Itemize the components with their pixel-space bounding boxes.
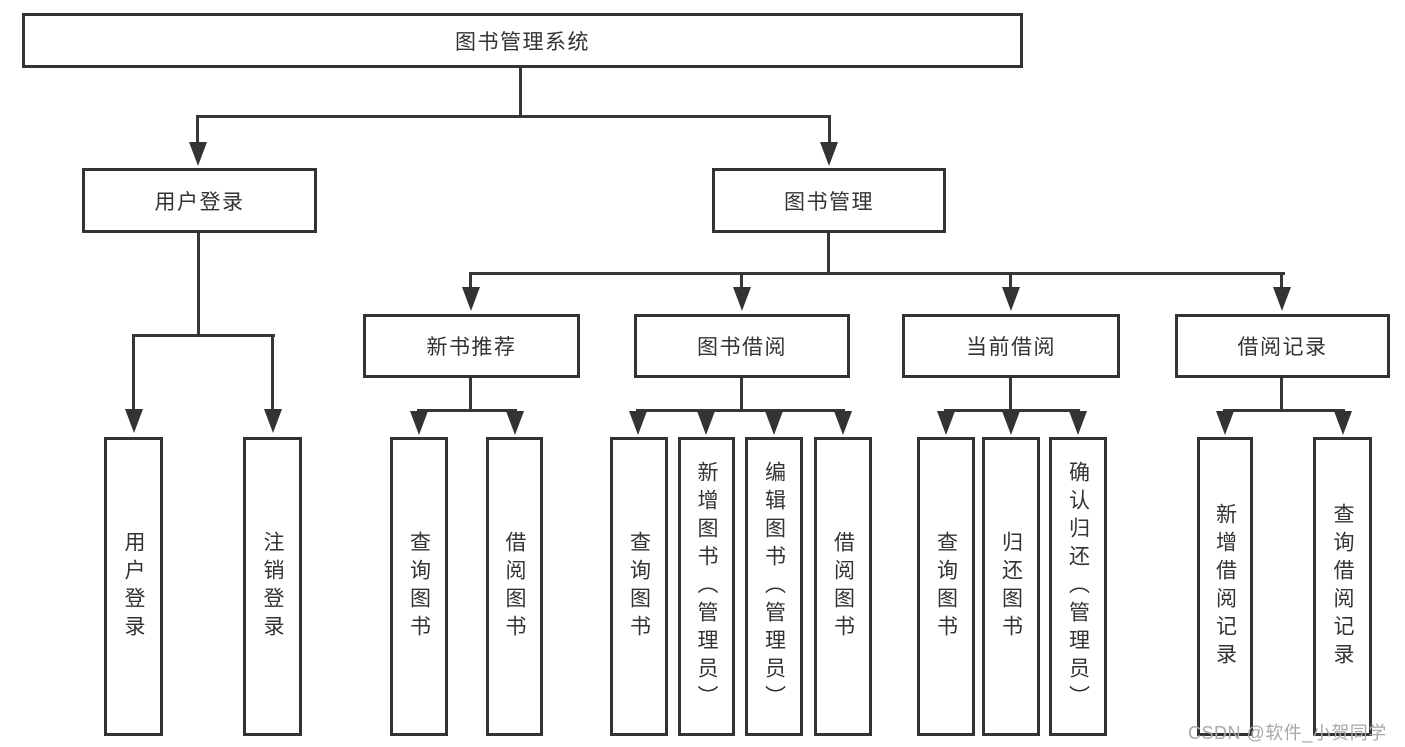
- arrow-down-icon: [125, 409, 143, 433]
- connector-line: [271, 334, 274, 410]
- connector-line: [197, 233, 200, 337]
- node-borrow-records: 借阅记录: [1175, 314, 1390, 378]
- arrow-down-icon: [937, 411, 955, 435]
- node-current-borrow-label: 当前借阅: [966, 336, 1056, 359]
- node-borrow-records-label: 借阅记录: [1237, 336, 1328, 359]
- connector-line: [1280, 272, 1283, 288]
- arrow-down-icon: [1002, 411, 1020, 435]
- leaf-query-books-borrow-label: 查询图书: [627, 530, 651, 643]
- arrow-down-icon: [629, 411, 647, 435]
- connector-line: [827, 233, 830, 274]
- leaf-query-books-recommend: 查询图书: [390, 437, 448, 736]
- leaf-return-books: 归还图书: [982, 437, 1040, 736]
- node-root-library-system: 图书管理系统: [22, 13, 1023, 68]
- connector-line: [132, 334, 135, 410]
- connector-line: [196, 115, 199, 145]
- connector-line: [1009, 272, 1012, 288]
- connector-line: [1280, 378, 1283, 411]
- node-book-management: 图书管理: [712, 168, 946, 233]
- connector-line: [132, 334, 275, 337]
- leaf-query-books-borrow: 查询图书: [610, 437, 668, 736]
- leaf-borrow-books-label: 借阅图书: [831, 530, 855, 643]
- leaf-logout: 注销登录: [243, 437, 302, 736]
- leaf-user-login: 用户登录: [104, 437, 163, 736]
- node-user-login-label: 用户登录: [154, 190, 245, 214]
- leaf-query-borrow-record-label: 查询借阅记录: [1331, 502, 1354, 671]
- connector-line: [469, 378, 472, 411]
- arrow-down-icon: [462, 287, 480, 311]
- node-new-book-recommend: 新书推荐: [363, 314, 580, 378]
- connector-line: [519, 68, 522, 118]
- leaf-edit-books-admin-label: 编辑图书（管理员）: [762, 460, 786, 713]
- arrow-down-icon: [1216, 411, 1234, 435]
- connector-line: [469, 272, 472, 288]
- arrow-down-icon: [1273, 287, 1291, 311]
- leaf-borrow-books-recommend: 借阅图书: [486, 437, 543, 736]
- leaf-edit-books-admin: 编辑图书（管理员）: [745, 437, 803, 736]
- connector-line: [197, 115, 831, 118]
- node-book-borrow-label: 图书借阅: [697, 336, 787, 359]
- connector-line: [636, 409, 845, 412]
- leaf-confirm-return-admin: 确认归还（管理员）: [1049, 437, 1107, 736]
- leaf-borrow-books: 借阅图书: [814, 437, 872, 736]
- leaf-query-books-current-label: 查询图书: [934, 530, 958, 643]
- node-book-management-label: 图书管理: [784, 190, 874, 214]
- arrow-down-icon: [1069, 411, 1087, 435]
- leaf-add-books-admin-label: 新增图书（管理员）: [695, 460, 718, 713]
- arrow-down-icon: [1334, 411, 1352, 435]
- connector-line: [740, 272, 743, 288]
- leaf-borrow-books-recommend-label: 借阅图书: [503, 530, 526, 643]
- node-new-book-recommend-label: 新书推荐: [426, 336, 517, 359]
- leaf-add-borrow-record-label: 新增借阅记录: [1213, 502, 1237, 671]
- arrow-down-icon: [765, 411, 783, 435]
- connector-line: [944, 409, 1080, 412]
- node-book-borrow: 图书借阅: [634, 314, 850, 378]
- node-user-login: 用户登录: [82, 168, 317, 233]
- leaf-return-books-label: 归还图书: [999, 530, 1023, 643]
- arrow-down-icon: [697, 411, 715, 435]
- arrow-down-icon: [264, 409, 282, 433]
- arrow-down-icon: [834, 411, 852, 435]
- connector-line: [469, 272, 1285, 275]
- connector-line: [1009, 378, 1012, 411]
- leaf-query-books-current: 查询图书: [917, 437, 975, 736]
- leaf-user-login-label: 用户登录: [122, 530, 145, 643]
- arrow-down-icon: [506, 411, 524, 435]
- connector-line: [417, 409, 517, 412]
- arrow-down-icon: [189, 142, 207, 166]
- leaf-query-books-recommend-label: 查询图书: [407, 530, 431, 643]
- connector-line: [1223, 409, 1345, 412]
- node-current-borrow: 当前借阅: [902, 314, 1120, 378]
- leaf-logout-label: 注销登录: [261, 530, 284, 643]
- arrow-down-icon: [410, 411, 428, 435]
- csdn-watermark: CSDN @软件_小贺同学: [1188, 723, 1387, 743]
- leaf-add-books-admin: 新增图书（管理员）: [678, 437, 735, 736]
- arrow-down-icon: [820, 142, 838, 166]
- leaf-add-borrow-record: 新增借阅记录: [1197, 437, 1253, 736]
- arrow-down-icon: [1002, 287, 1020, 311]
- connector-line: [828, 115, 831, 145]
- node-root-label: 图书管理系统: [455, 30, 590, 54]
- connector-line: [740, 378, 743, 411]
- leaf-query-borrow-record: 查询借阅记录: [1313, 437, 1372, 736]
- leaf-confirm-return-admin-label: 确认归还（管理员）: [1066, 460, 1090, 713]
- arrow-down-icon: [733, 287, 751, 311]
